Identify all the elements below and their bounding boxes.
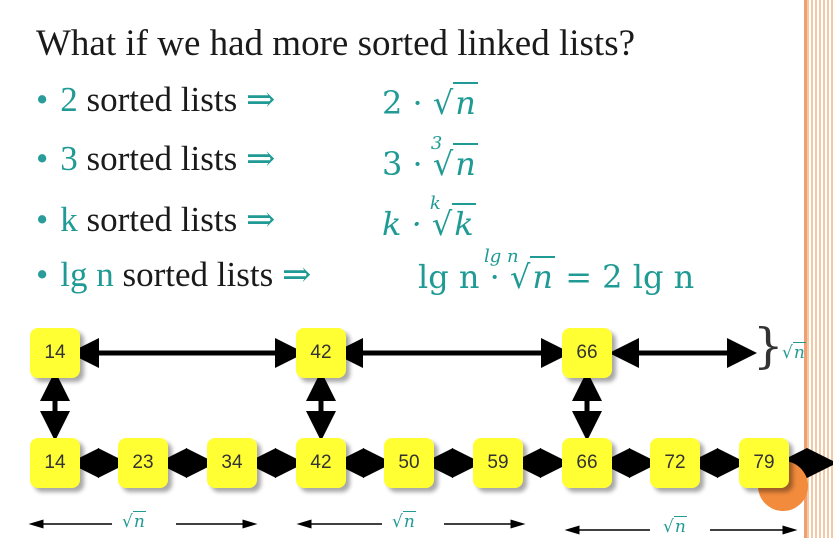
bullet-3-arrow: ⇒: [245, 200, 276, 239]
bullet-dot: •: [36, 200, 49, 239]
brace-sqrt-label: √n: [782, 342, 806, 363]
span-label-1-radicand: n: [132, 511, 146, 532]
bullet-2-label: sorted lists: [77, 139, 246, 178]
bullet-dot: •: [36, 80, 49, 119]
bullet-4-coef: lg n ·: [418, 258, 511, 296]
bottom-node-4: 42: [296, 438, 346, 488]
bottom-node-9: 79: [739, 438, 789, 488]
bullet-2: • 3 sorted lists ⇒: [36, 139, 275, 179]
bullet-4-prefix: lg n: [60, 255, 114, 294]
bullet-4: • lg n sorted lists ⇒: [36, 255, 311, 295]
bullet-3-prefix: k: [60, 200, 78, 239]
right-brace: }: [753, 318, 784, 374]
span-label-3-radicand: n: [673, 516, 687, 537]
bullet-4-formula: lg n · lg n√n = 2 lg n: [418, 246, 695, 296]
bullet-1-formula: 2 · √n: [382, 82, 478, 122]
bullet-4-result: = 2 lg n: [555, 258, 695, 296]
bottom-node-8: 72: [650, 438, 700, 488]
bullet-3-index: k: [429, 193, 441, 214]
brace-sqrt-radicand: n: [792, 342, 806, 363]
bullet-3-coef: k ·: [382, 205, 432, 243]
bullet-3-formula: k · k√k: [382, 193, 476, 243]
bullet-1: • 2 sorted lists ⇒: [36, 80, 275, 120]
bullet-dot: •: [36, 139, 49, 178]
bottom-node-3: 34: [207, 438, 257, 488]
bullet-1-arrow: ⇒: [245, 80, 276, 119]
bullet-1-radicand: n: [453, 82, 478, 122]
bullet-2-arrow: ⇒: [245, 139, 276, 178]
bottom-node-1: 14: [30, 438, 80, 488]
bullet-4-label: sorted lists: [113, 255, 282, 294]
bottom-node-6: 59: [473, 438, 523, 488]
bullet-2-coef: 3 ·: [382, 145, 433, 183]
bullet-3-label: sorted lists: [77, 200, 246, 239]
bullet-3-radicand: k: [452, 203, 476, 243]
slide-title: What if we had more sorted linked lists?: [36, 23, 636, 64]
bullet-2-formula: 3 · 3√n: [382, 133, 478, 183]
span-label-3: √n: [663, 516, 687, 537]
bullet-2-index: 3: [430, 133, 443, 154]
bullet-1-prefix: 2: [60, 80, 78, 119]
top-node-2: 42: [296, 328, 346, 378]
bullet-4-index: lg n: [484, 246, 519, 267]
bullet-3: • k sorted lists ⇒: [36, 200, 275, 240]
bullet-2-radicand: n: [453, 143, 478, 183]
bottom-node-2: 23: [118, 438, 168, 488]
bullet-1-coef: 2 ·: [382, 84, 433, 122]
bullet-4-radicand: n: [530, 256, 556, 296]
top-node-3: 66: [562, 328, 612, 378]
bullet-1-label: sorted lists: [77, 80, 246, 119]
span-label-2-radicand: n: [402, 511, 416, 532]
top-node-1: 14: [30, 328, 80, 378]
bullet-2-prefix: 3: [60, 139, 78, 178]
bullet-dot: •: [36, 255, 49, 294]
span-label-1: √n: [122, 511, 146, 532]
bottom-node-7: 66: [562, 438, 612, 488]
bottom-node-5: 50: [384, 438, 434, 488]
span-label-2: √n: [392, 511, 416, 532]
bullet-4-arrow: ⇒: [281, 255, 312, 294]
decorative-right-line: [804, 0, 807, 538]
